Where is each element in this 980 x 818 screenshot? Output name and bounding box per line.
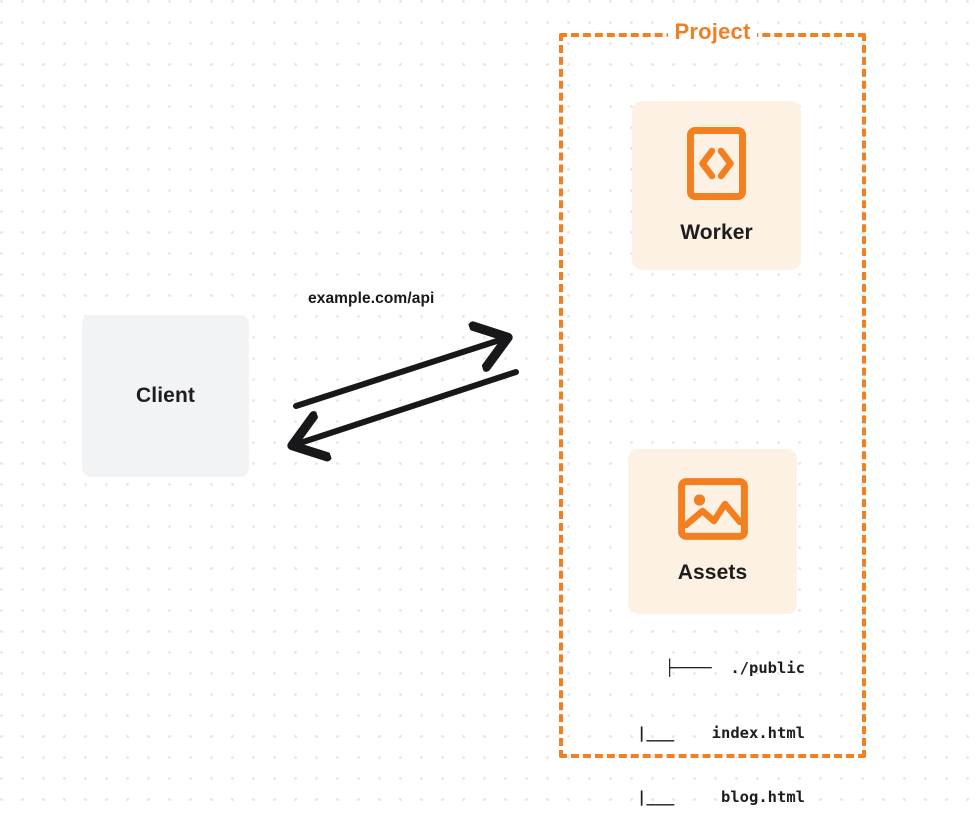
edge-response-arrow xyxy=(300,369,519,443)
client-node-label: Client xyxy=(136,384,195,407)
edge-request-arrow xyxy=(293,340,500,409)
code-brackets-icon xyxy=(687,126,746,205)
client-node[interactable]: Client xyxy=(82,315,249,477)
edge-label-request: example.com/api xyxy=(308,290,435,307)
project-group: Project xyxy=(559,19,866,758)
worker-node[interactable]: Worker xyxy=(632,101,801,270)
project-group-label: Project xyxy=(667,19,758,45)
assets-node[interactable]: Assets xyxy=(628,449,797,614)
file-tree-row: |___ blog.html xyxy=(618,788,805,806)
worker-node-label: Worker xyxy=(680,220,753,244)
file-tree-row: |___ index.html xyxy=(618,723,805,742)
image-icon xyxy=(677,478,748,545)
assets-file-tree: ├──── ./public |___ index.html |___ blog… xyxy=(600,615,805,818)
assets-node-label: Assets xyxy=(677,561,748,584)
file-tree-row: ├──── ./public xyxy=(665,659,805,677)
